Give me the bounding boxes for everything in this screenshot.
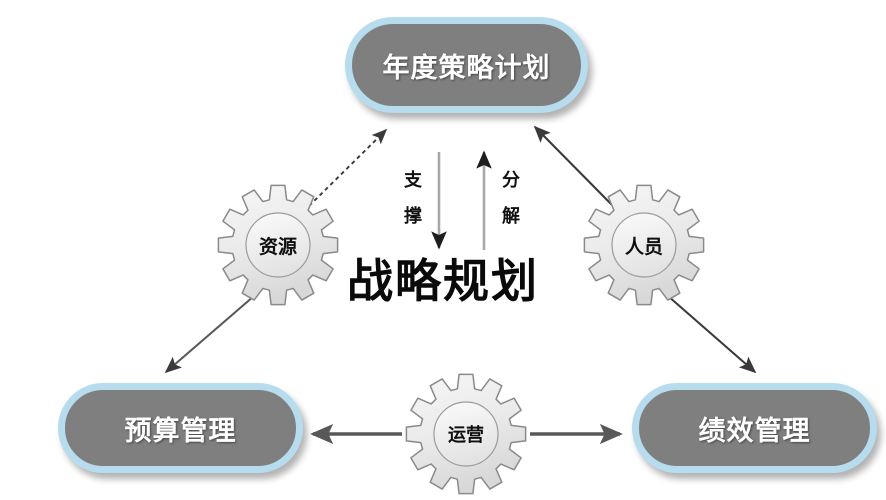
relation-label-support-char2: 撑 — [404, 206, 422, 227]
edge-resource-to-annual-plan — [308, 128, 388, 207]
relation-label-support-char1: 支 — [404, 170, 422, 191]
node-operation-gear[interactable]: 运营 — [404, 372, 528, 496]
node-performance-management[interactable]: 绩效管理 — [632, 383, 877, 473]
edge-people-to-annual-plan — [533, 125, 614, 207]
node-budget-management[interactable]: 预算管理 — [58, 383, 303, 473]
node-label-budget-management: 预算管理 — [124, 415, 237, 447]
relation-label-support: 支 撑 — [400, 163, 426, 235]
relation-label-decompose-char2: 解 — [502, 206, 520, 227]
relation-label-decompose-char1: 分 — [502, 170, 520, 191]
node-label-annual-strategic-plan: 年度策略计划 — [382, 52, 551, 84]
edge-resource-to-budget — [164, 295, 255, 374]
gear-icon — [405, 373, 527, 495]
gear-icon — [217, 184, 339, 306]
relation-label-decompose: 分 解 — [498, 163, 524, 235]
node-annual-strategic-plan[interactable]: 年度策略计划 — [345, 17, 588, 113]
gear-icon — [583, 184, 705, 306]
node-label-performance-management: 绩效管理 — [698, 415, 811, 447]
center-title: 战略规划 — [347, 254, 539, 308]
edge-people-to-performance — [667, 295, 757, 374]
